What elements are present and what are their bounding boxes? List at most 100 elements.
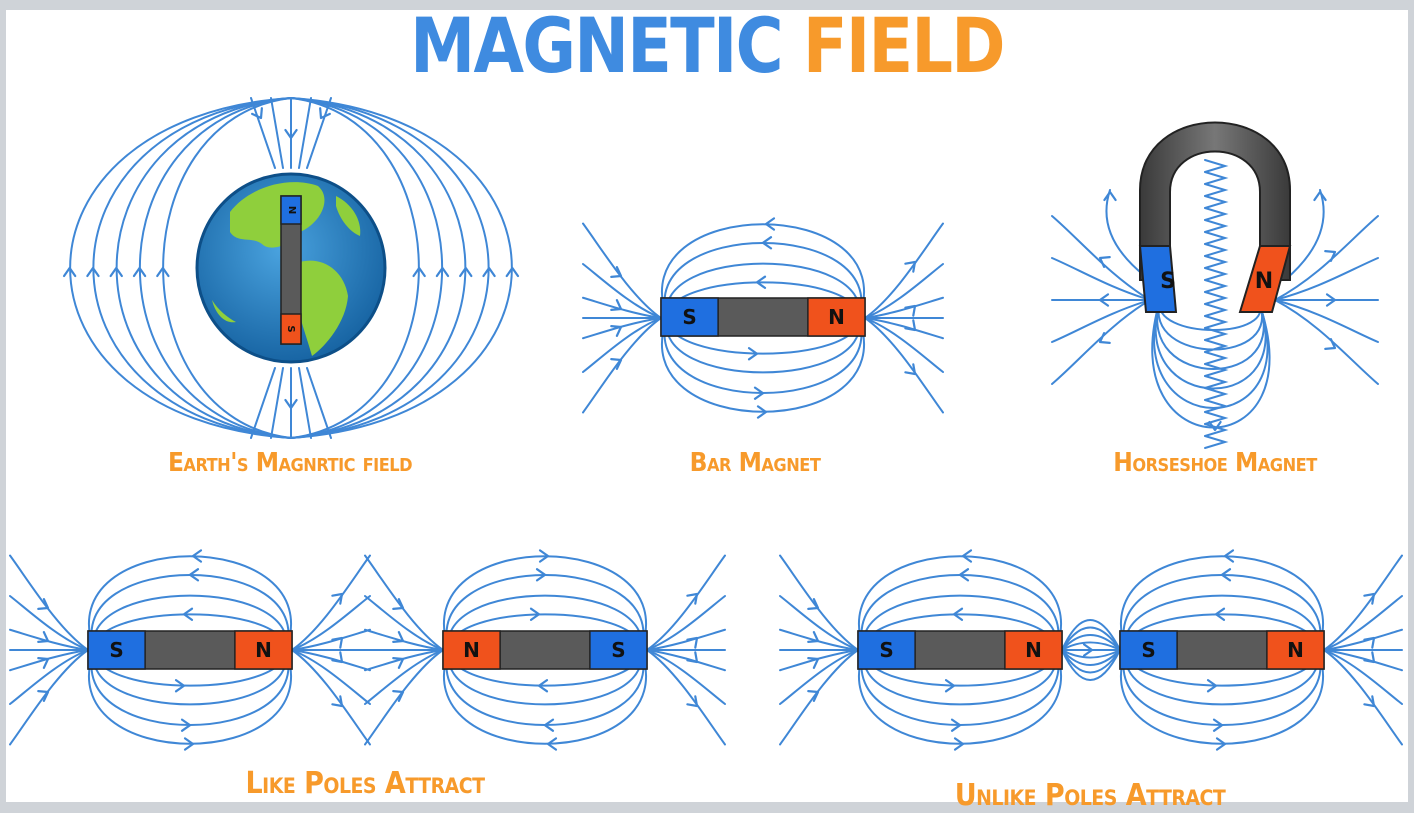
field-arrow <box>331 636 344 649</box>
field-line <box>298 97 312 169</box>
field-line <box>1204 195 1229 209</box>
field-line <box>1204 351 1229 365</box>
earth-bar-magnet: N S <box>280 195 302 345</box>
field-line <box>1204 375 1229 389</box>
field-arrow <box>610 325 623 337</box>
magnet-right-label: N <box>255 638 272 662</box>
field-line <box>1051 215 1151 301</box>
field-arrow <box>958 568 970 582</box>
field-line <box>1204 387 1229 401</box>
field-arrow <box>156 266 170 278</box>
field-arrow <box>1313 190 1327 202</box>
field-arrow <box>904 319 917 332</box>
field-line <box>1274 257 1379 301</box>
field-arrow <box>1215 737 1227 751</box>
horseshoe-magnet: S N <box>1138 121 1292 313</box>
field-line <box>1204 327 1229 341</box>
field-line <box>9 628 89 651</box>
field-line <box>364 649 444 705</box>
field-line <box>1204 315 1229 329</box>
magnet-left-label: N <box>463 638 480 662</box>
magnet-left-label: S <box>109 638 123 662</box>
magnet-left-label: S <box>1141 638 1155 662</box>
earth-field-lines <box>62 97 520 439</box>
field-line <box>364 649 444 746</box>
field-line <box>92 594 288 651</box>
field-line <box>1204 399 1229 413</box>
field-arrow <box>756 405 768 419</box>
field-arrow <box>686 636 699 649</box>
field-line <box>1119 649 1325 745</box>
field-line <box>9 649 89 672</box>
field-arrow <box>37 631 50 643</box>
field-arrow <box>392 598 405 610</box>
title-word-field: FIELD <box>802 1 1006 90</box>
field-line <box>646 649 726 746</box>
field-line <box>1119 555 1325 651</box>
unlike-poles-caption: Unlike Poles Attract <box>954 778 1226 813</box>
field-line <box>862 594 1058 651</box>
field-arrow <box>392 657 405 669</box>
field-arrow <box>284 398 298 410</box>
magnet-right-pole <box>807 297 866 337</box>
horseshoe-north-label: N <box>1255 269 1273 294</box>
field-line <box>250 367 276 439</box>
title-word-magnetic: MAGNETIC <box>410 1 783 90</box>
field-arrow <box>686 651 699 664</box>
field-line <box>1204 411 1229 425</box>
unlike-poles-panel <box>779 549 1403 751</box>
field-line <box>646 595 726 651</box>
field-line <box>291 649 371 746</box>
field-arrow <box>1082 643 1094 657</box>
field-line <box>1204 339 1229 353</box>
field-arrow <box>1103 190 1117 202</box>
field-line <box>1061 649 1121 674</box>
field-arrow <box>1363 695 1376 708</box>
field-line <box>582 222 662 319</box>
field-arrow <box>950 718 962 732</box>
magnet-right-label: N <box>1287 638 1304 662</box>
field-line <box>779 554 859 651</box>
field-arrow <box>1212 718 1224 732</box>
magnet-right-pole <box>234 630 293 670</box>
field-line <box>1061 641 1121 651</box>
field-line <box>1204 291 1229 305</box>
field-line <box>582 317 662 414</box>
field-line <box>1051 299 1151 343</box>
field-line <box>364 554 444 651</box>
field-line <box>87 649 293 745</box>
field-line <box>9 595 89 651</box>
field-line <box>857 649 1063 745</box>
field-arrow <box>904 304 917 317</box>
magnet-left-pole <box>1119 630 1178 670</box>
field-line <box>9 649 89 746</box>
field-arrow <box>904 260 917 273</box>
field-arrow <box>132 266 147 278</box>
field-line <box>270 97 284 169</box>
field-line <box>1061 619 1121 651</box>
field-line <box>779 649 859 672</box>
horseshoe-panel: S N <box>1051 121 1379 449</box>
field-arrow <box>1325 293 1337 307</box>
field-line <box>660 223 866 319</box>
field-line <box>1323 649 1403 705</box>
field-line <box>1061 634 1121 651</box>
field-arrow <box>1098 332 1111 344</box>
field-line <box>646 649 726 705</box>
field-line <box>1061 649 1121 666</box>
field-arrow <box>538 549 550 563</box>
unlike-poles-field-lines <box>779 549 1403 751</box>
bar-field-lines <box>582 217 944 419</box>
field-arrow <box>944 679 956 693</box>
magnet-right-label: N <box>828 305 845 329</box>
earth-panel: N S <box>62 97 520 439</box>
field-line <box>1061 626 1121 651</box>
field-arrow <box>1206 679 1218 693</box>
field-arrow <box>764 217 776 231</box>
page-title: MAGNETIC FIELD <box>99 0 1315 92</box>
field-arrow <box>529 607 541 621</box>
field-arrow <box>412 266 426 278</box>
